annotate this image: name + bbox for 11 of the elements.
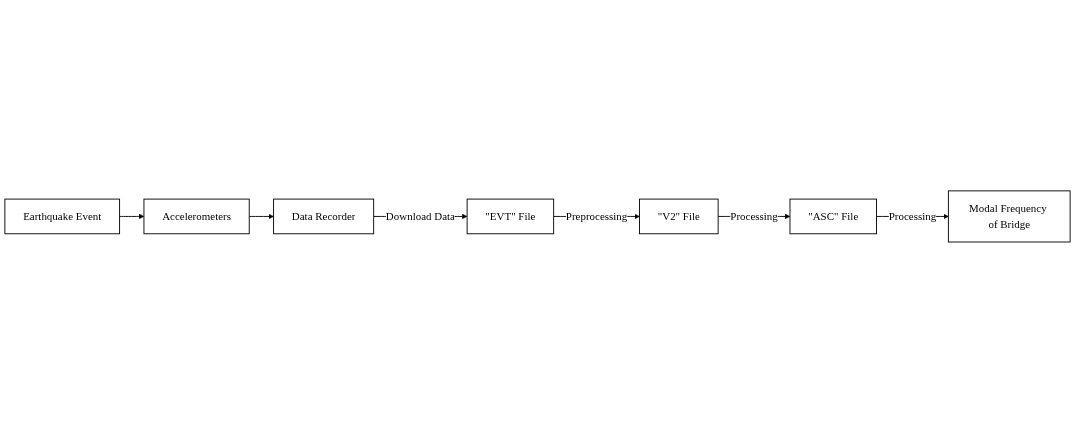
node-box: Accelerometers: [143, 198, 250, 235]
edge-label: Download Data: [385, 210, 455, 223]
node-box: "V2" File: [639, 198, 719, 235]
edge-label: Preprocessing: [565, 210, 628, 223]
node-box: "EVT" File: [466, 198, 555, 235]
node-box: Earthquake Event: [4, 198, 121, 235]
node-box: "ASC" File: [789, 198, 877, 235]
edge-label: Processing: [888, 210, 937, 223]
edge-label: Processing: [730, 210, 778, 223]
node-box: Modal Frequency of Bridge: [947, 190, 1071, 243]
node-box: Data Recorder: [273, 198, 375, 235]
